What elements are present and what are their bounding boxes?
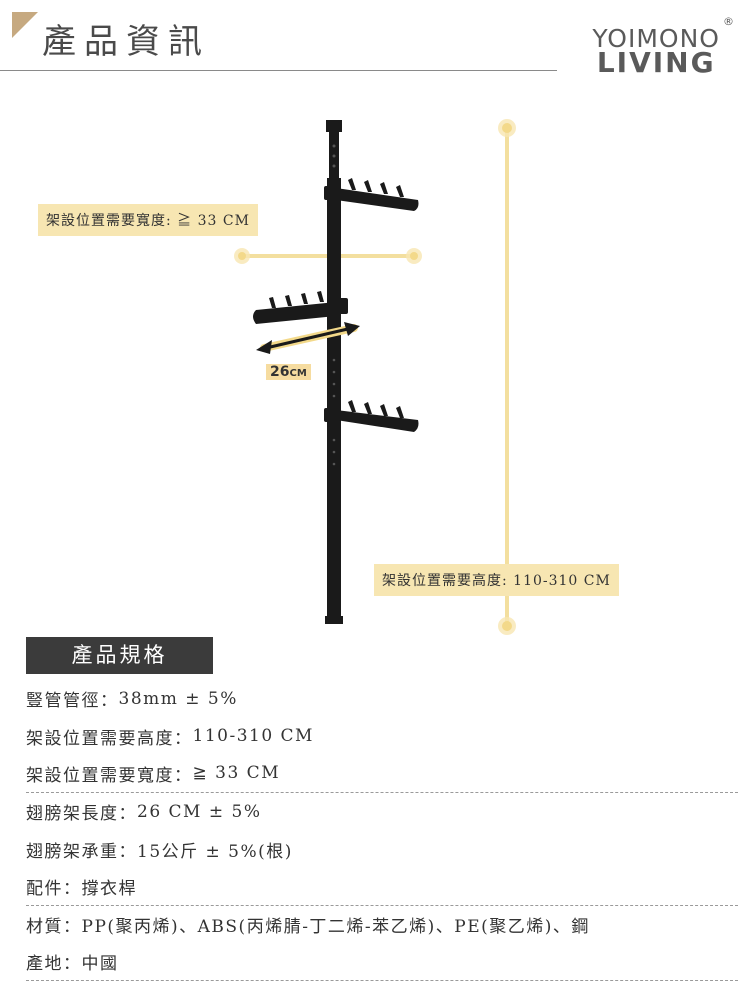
spec-label: 材質： [26, 916, 82, 937]
spec-value: 15公斤 ± 5%(根) [137, 841, 293, 862]
spec-row-accessory: 配件： 撐衣桿 [26, 868, 738, 906]
spec-row-material: 材質： PP(聚丙烯)、ABS(丙烯腈-丁二烯-苯乙烯)、PE(聚乙烯)、鋼 [26, 906, 738, 944]
spec-label: 架設位置需要寬度： [26, 765, 193, 786]
arm-length-label: 26CM [266, 364, 311, 380]
spec-value: 撐衣桿 [81, 878, 137, 899]
rack-drawing [234, 119, 516, 635]
spec-label: 產地： [26, 953, 82, 974]
arm-length-unit: CM [289, 368, 307, 379]
height-requirement-label: 架設位置需要高度: 110-310 CM [374, 564, 619, 596]
spec-row-install-width: 架設位置需要寬度： ≧ 33 CM [26, 755, 738, 793]
width-requirement-label: 架設位置需要寬度: ≧ 33 CM [38, 204, 258, 236]
spec-row-pipe-diameter: 豎管管徑： 38mm ± 5% [26, 680, 738, 718]
arm-length-number: 26 [270, 364, 290, 380]
wing-arm-top [324, 178, 419, 211]
spec-list: 豎管管徑： 38mm ± 5% 架設位置需要高度： 110-310 CM 架設位… [26, 680, 738, 981]
arm-length-arrow [256, 322, 360, 354]
wing-arm-middle [253, 291, 348, 324]
spec-row-origin: 產地： 中國 [26, 943, 738, 981]
wing-arm-lower [324, 400, 419, 432]
spec-row-arm-load: 翅膀架承重： 15公斤 ± 5%(根) [26, 830, 738, 868]
brand-logo: YOIMONO LIVING ® [592, 16, 734, 79]
spec-value: 26 CM ± 5% [137, 801, 262, 822]
spec-heading: 產品規格 [26, 637, 213, 674]
spec-label: 翅膀架承重： [26, 841, 137, 862]
spec-value: PP(聚丙烯)、ABS(丙烯腈-丁二烯-苯乙烯)、PE(聚乙烯)、鋼 [81, 916, 590, 937]
height-guide [498, 119, 516, 635]
product-illustration: 架設位置需要寬度: ≧ 33 CM 架設位置需要高度: 110-310 CM 2… [0, 90, 750, 650]
tension-pole [325, 120, 343, 624]
spec-label: 豎管管徑： [26, 691, 119, 712]
spec-value: 中國 [81, 953, 119, 974]
page-title: 產品資訊 [42, 22, 210, 62]
registered-mark: ® [723, 15, 734, 28]
spec-label: 架設位置需要高度： [26, 728, 193, 749]
spec-row-install-height: 架設位置需要高度： 110-310 CM [26, 718, 738, 756]
spec-label: 配件： [26, 878, 82, 899]
header-divider [0, 70, 557, 71]
spec-value: 110-310 CM [192, 726, 314, 747]
spec-label: 翅膀架長度： [26, 804, 137, 825]
spec-row-arm-length: 翅膀架長度： 26 CM ± 5% [26, 793, 738, 831]
header-corner-accent [12, 12, 38, 38]
spec-value: 38mm ± 5% [118, 688, 238, 709]
brand-line1: YOIMONO [592, 24, 720, 53]
spec-value: ≧ 33 CM [192, 763, 281, 784]
brand-line2: LIVING [596, 46, 716, 79]
